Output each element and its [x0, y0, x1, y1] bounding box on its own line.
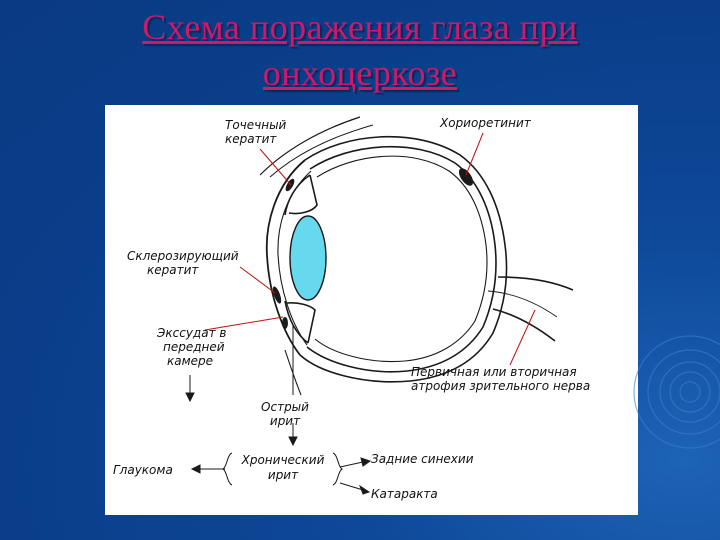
- label-acute-iritis-2: ирит: [270, 414, 301, 428]
- arrow-cataract-head: [358, 484, 371, 495]
- brace-left: [221, 452, 233, 486]
- flow-arrows: [185, 325, 372, 495]
- pointer-chorioretinitis: [465, 132, 484, 176]
- label-sclerosing-keratitis-2: кератит: [147, 263, 199, 277]
- label-glaucoma: Глаукома: [113, 463, 173, 477]
- label-cataract: Катаракта: [371, 487, 438, 501]
- decorative-ripples: [633, 335, 720, 449]
- iris-lower: [284, 300, 316, 344]
- label-exudate-1: Экссудат в: [156, 326, 226, 340]
- pointer-exudate: [204, 316, 284, 331]
- optic-nerve-bottom: [492, 308, 556, 342]
- label-exudate-3: камере: [167, 354, 213, 368]
- label-chronic-iritis-2: ирит: [268, 468, 299, 482]
- optic-nerve-top: [497, 276, 574, 291]
- exudate-lesion: [282, 317, 288, 329]
- keratitis-lesion-lower: [272, 286, 282, 304]
- label-posterior-synechiae: Задние синехии: [371, 452, 474, 466]
- label-punctate-keratitis-1: Точечный: [225, 118, 287, 132]
- label-sclerosing-keratitis-1: Склерозирующий: [127, 249, 239, 263]
- arrow-glaucoma-head: [190, 464, 201, 474]
- optic-nerve-mid: [487, 290, 558, 318]
- cornea: [265, 159, 306, 356]
- eye-diagram: Точечный кератит Хориоретинит Склерозиру…: [113, 116, 590, 501]
- eye-diagram-panel: Точечный кератит Хориоретинит Склерозиру…: [105, 105, 638, 515]
- pointer-sclerosing-keratitis: [239, 266, 276, 294]
- arrow-to-synechiae: [339, 461, 364, 468]
- sclera-outer: [299, 135, 508, 383]
- label-acute-iritis-1: Острый: [261, 400, 309, 414]
- label-punctate-keratitis-2: кератит: [225, 132, 277, 146]
- label-optic-atrophy-1: Первичная или вторичная: [411, 365, 577, 379]
- retina-line: [314, 155, 488, 363]
- title-line-2: онхоцеркозе: [262, 53, 458, 93]
- keratitis-lesion-upper: [285, 178, 295, 192]
- label-optic-atrophy-2: атрофия зрительного нерва: [411, 379, 590, 393]
- arrow-to-cataract: [339, 482, 364, 491]
- label-chronic-iritis-1: Хронический: [241, 453, 325, 467]
- label-chorioretinitis: Хориоретинит: [439, 116, 532, 130]
- lesion-marks: [272, 168, 474, 329]
- pointer-punctate-keratitis: [259, 148, 292, 186]
- lens: [289, 215, 327, 301]
- arrow-acute-chronic-head: [288, 436, 298, 447]
- pointer-lines: [204, 132, 536, 366]
- eyelid-upper: [259, 116, 361, 176]
- slide-title: Схема поражения глаза при онхоцеркозе: [0, 4, 720, 96]
- arrow-exudate-head: [185, 392, 195, 403]
- arrow-synechiae-head: [360, 457, 372, 467]
- sclera-inner: [306, 145, 497, 373]
- eyeball: [259, 116, 574, 396]
- brace-right: [332, 452, 344, 486]
- title-line-1: Схема поражения глаза при: [142, 7, 578, 47]
- label-exudate-2: передней: [163, 340, 225, 354]
- pointer-optic-atrophy: [509, 309, 536, 366]
- chorioretinitis-lesion: [458, 168, 474, 186]
- iris-upper: [284, 174, 318, 216]
